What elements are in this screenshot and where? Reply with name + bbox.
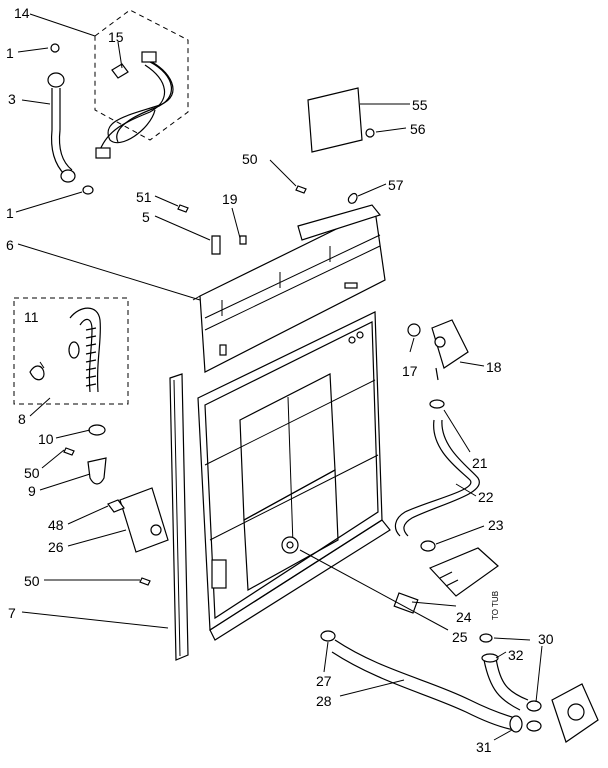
drain-hose-kit-group [13,297,129,405]
callout-17: 17 [402,363,418,379]
callout-50-left: 50 [24,465,40,481]
callout-26: 26 [48,539,64,555]
callout-55: 55 [412,97,428,113]
drain-connector-group [87,424,169,553]
fill-hose-group [394,399,480,537]
callout-19: 19 [222,191,238,207]
callout-8: 8 [18,411,26,427]
callout-22: 22 [478,489,494,505]
callout-1a: 1 [6,45,14,61]
to-tub-annotation: TO TUB [491,591,500,620]
callout-14: 14 [14,5,30,21]
callout-25: 25 [452,629,468,645]
callout-15: 15 [108,29,124,45]
callout-10: 10 [38,431,54,447]
callout-56: 56 [410,121,426,137]
callouts: 14 15 1 3 1 51 5 19 6 50 55 56 57 11 8 1… [6,5,554,755]
callout-28: 28 [316,693,332,709]
callout-23: 23 [488,517,504,533]
callout-31: 31 [476,739,492,755]
callout-57: 57 [388,177,404,193]
water-valve-group [407,319,469,381]
callout-1b: 1 [6,205,14,221]
callout-48: 48 [48,517,64,533]
pump-group: TO TUB [393,540,500,620]
callout-18: 18 [486,359,502,375]
callout-11: 11 [24,309,39,325]
callout-32: 32 [508,647,524,663]
leader-lines [15,13,543,741]
callout-30: 30 [538,631,554,647]
callout-51: 51 [136,189,152,205]
callout-3: 3 [8,91,16,107]
screws-group [63,185,307,586]
callout-21: 21 [472,455,488,471]
side-rail-group [169,373,189,661]
rear-panel-group [192,204,391,641]
cover-plate-group [307,87,375,204]
drain-hose-group [320,630,599,743]
callout-24: 24 [456,609,472,625]
callout-50-top: 50 [242,151,258,167]
callout-50-bottom: 50 [24,573,40,589]
inlet-hose-group [47,43,94,195]
callout-7: 7 [8,605,16,621]
callout-9: 9 [28,483,36,499]
callout-5: 5 [142,209,150,225]
power-cord-kit-group [94,9,189,159]
callout-6: 6 [6,237,14,253]
callout-27: 27 [316,673,332,689]
